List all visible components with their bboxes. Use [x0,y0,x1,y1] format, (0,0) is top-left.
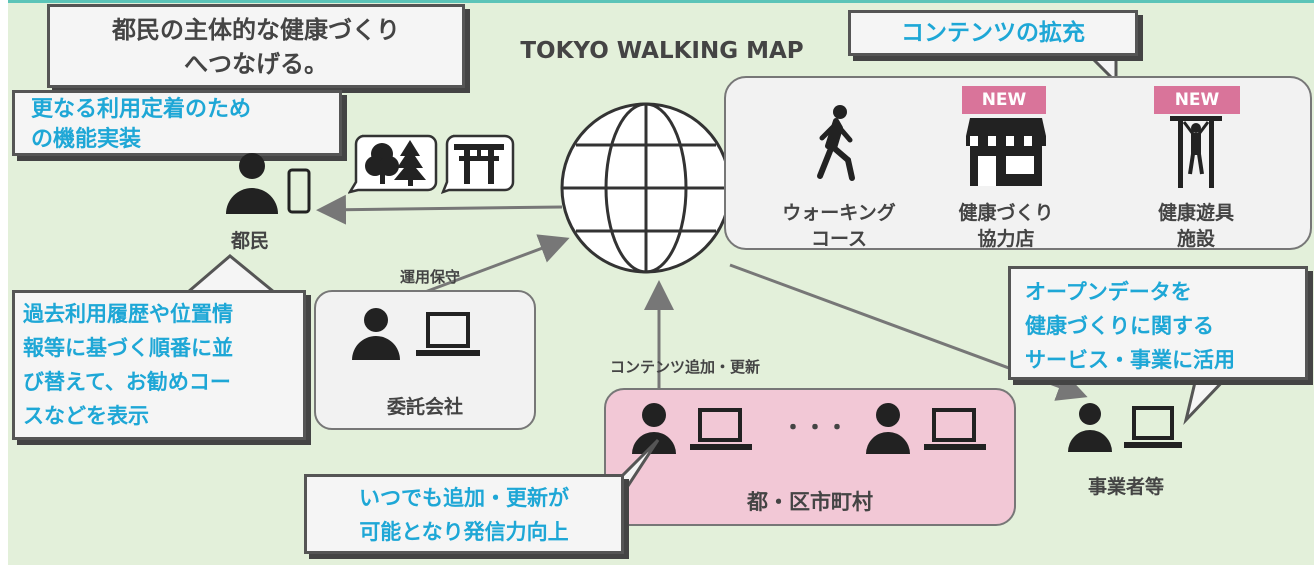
goal-callout: 都民の主体的な健康づくり へつなげる。 [47,4,465,88]
feature-callout: 更なる利用定着のため の機能実装 [12,90,342,156]
torii-gate-icon [454,144,504,184]
content-store-label: 健康づくり 協力店 [916,200,1096,252]
new-badge-store: NEW [962,86,1046,114]
content-equipment-line2: 施設 [1176,228,1215,250]
opendata-callout-line2: 健康づくりに関する [1025,314,1214,338]
walking-person-icon [817,105,855,181]
opendata-callout-line3: サービス・事業に活用 [1025,348,1235,372]
content-store-line2: 協力店 [977,228,1035,250]
contractor-panel [314,290,536,430]
update-callout-line1: いつでも追加・更新が [359,486,569,510]
municipality-label: 都・区市町村 [747,490,873,514]
contractor-person-laptop-icon [352,308,480,360]
new-badge-equipment: NEW [1154,86,1240,114]
goal-callout-line2: へつなげる。 [184,50,328,78]
store-icon [966,118,1046,186]
content-walking-line1: ウォーキング [782,202,896,224]
diagram-title: TOKYO WALKING MAP [520,38,804,64]
content-walking-label: ウォーキング コース [744,200,934,252]
arrow-globe-to-citizen [316,194,563,225]
ellipsis-dots: ・・・ [781,416,848,441]
arrow-contractor-to-globe [424,234,570,294]
update-callout: いつでも追加・更新が 可能となり発信力向上 [304,474,624,554]
content-update-label: コンテンツ追加・更新 [610,358,761,376]
sort-callout: 過去利用履歴や位置情 報等に基づく順番に並 び替えて、お勧めコー スなどを表示 [12,290,306,440]
business-person-laptop-icon [1068,403,1182,452]
citizen-person-icon [226,153,311,214]
municipality-person-laptop-icon-2 [866,403,986,454]
update-callout-line2: 可能となり発信力向上 [359,520,569,544]
goal-callout-line1: 都民の主体的な健康づくり [112,16,400,44]
content-store-line1: 健康づくり [958,202,1054,224]
contents-callout: コンテンツの拡充 [848,10,1138,56]
sort-callout-line4: スなどを表示 [23,404,149,428]
fitness-equipment-icon [1170,116,1222,188]
opendata-callout-pointer [1183,376,1230,426]
maintenance-label: 運用保守 [399,268,460,286]
opendata-callout: オープンデータを 健康づくりに関する サービス・事業に活用 [1008,266,1308,380]
sort-callout-line2: 報等に基づく順番に並 [23,336,233,360]
sort-callout-line1: 過去利用履歴や位置情 [23,302,233,326]
opendata-callout-line1: オープンデータを [1025,280,1192,304]
business-label: 事業者等 [1087,476,1164,498]
content-equipment-label: 健康遊具 施設 [1106,200,1286,252]
contents-callout-pointer [1087,56,1118,86]
globe-icon [560,102,732,274]
sort-callout-line3: び替えて、お勧めコー [23,370,231,394]
tree-icon [365,140,426,186]
content-walking-line2: コース [810,228,868,250]
content-equipment-line1: 健康遊具 [1157,202,1234,224]
citizen-label: 都民 [230,230,269,252]
feature-callout-line1: 更なる利用定着のため [31,97,252,122]
contractor-label: 委託会社 [386,396,463,418]
feature-callout-line2: の機能実装 [31,127,142,152]
